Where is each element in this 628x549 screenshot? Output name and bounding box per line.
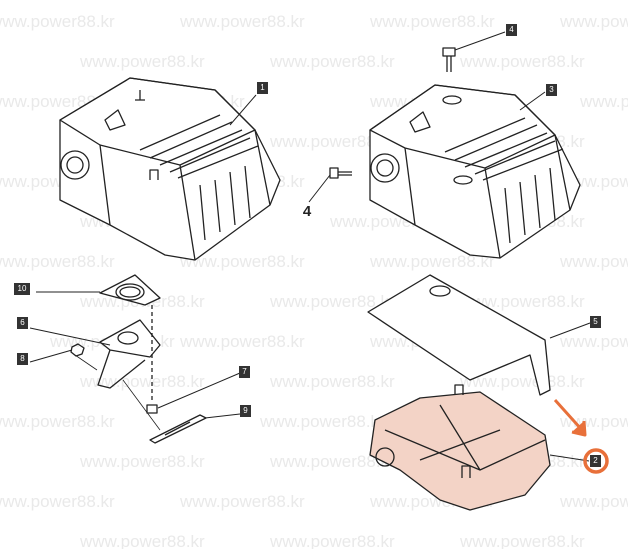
bolt-top bbox=[442, 47, 456, 72]
callout-5: 5 bbox=[590, 316, 601, 328]
heat-shield-right bbox=[369, 84, 581, 259]
heat-shield-left bbox=[59, 77, 281, 261]
callout-4-bold: 4 bbox=[302, 203, 312, 220]
clamp-plate bbox=[149, 414, 207, 444]
leader-lines bbox=[29, 31, 591, 462]
callout-10: 10 bbox=[14, 283, 30, 295]
callout-9: 9 bbox=[240, 405, 251, 417]
callout-3: 3 bbox=[546, 84, 557, 96]
heat-plate bbox=[367, 274, 551, 396]
callout-4-top: 4 bbox=[506, 24, 517, 36]
gasket bbox=[99, 274, 161, 306]
muffler bbox=[369, 384, 551, 511]
bracket-flange bbox=[97, 319, 161, 389]
callout-8: 8 bbox=[17, 353, 28, 365]
callout-1: 1 bbox=[257, 82, 268, 94]
callout-2: 2 bbox=[590, 455, 601, 467]
bolt-side bbox=[329, 167, 352, 179]
callout-7: 7 bbox=[239, 366, 250, 378]
callout-6: 6 bbox=[17, 317, 28, 329]
highlight-arrow bbox=[553, 398, 609, 474]
nut bbox=[70, 343, 158, 414]
